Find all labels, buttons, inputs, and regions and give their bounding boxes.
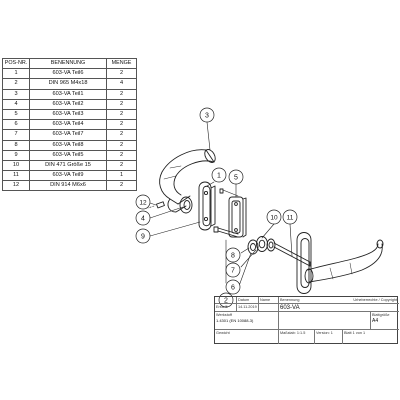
callout-3: 3 [199, 107, 215, 123]
mounting-screws [213, 188, 239, 238]
set-screw [147, 201, 165, 209]
tb-rights-text: Urheberrechte / Copyright [353, 297, 397, 302]
tb-blattgroesse-value: A4 [372, 317, 379, 324]
tb-blatt-label: Blatt 1 von 1 [344, 330, 366, 335]
back-plate-long [198, 181, 216, 231]
callout-1: 1 [211, 167, 227, 183]
title-block: Datum Name Benennung Urheberrechte / Cop… [214, 296, 399, 344]
tb-erstellt-name [259, 304, 279, 312]
svg-text:1: 1 [217, 173, 221, 180]
tb-blank-cell [279, 312, 371, 330]
tb-werkstoff-cell: Werkstoff 1.4301 (EN 10088-3) [215, 312, 279, 330]
callout-4: 4 [135, 210, 151, 226]
tb-benennung-label: Benennung [280, 297, 300, 302]
leader-lines [149, 121, 293, 287]
callout-11: 11 [282, 209, 298, 225]
tb-name-header: Name [259, 297, 279, 304]
bearing-washers [247, 236, 276, 255]
svg-text:10: 10 [270, 215, 278, 222]
callout-8: 8 [225, 247, 241, 263]
svg-text:5: 5 [234, 175, 238, 182]
tb-werkstoff-label: Werkstoff [216, 312, 232, 317]
tb-erstellt-label: Erstellt [215, 304, 237, 312]
svg-text:12: 12 [139, 200, 147, 207]
callout-10: 10 [266, 209, 282, 225]
callout-9: 9 [135, 228, 151, 244]
callout-6: 6 [225, 279, 241, 295]
svg-text:11: 11 [287, 215, 294, 222]
tb-blattgroesse-label: Blattgröße [372, 312, 390, 317]
tb-blattgroesse-cell: Blattgröße A4 [371, 312, 399, 330]
callout-7: 7 [225, 262, 241, 278]
drawing-title: 603-VA [280, 304, 300, 311]
svg-text:9: 9 [141, 234, 145, 241]
callout-12: 12 [135, 194, 151, 210]
svg-text:7: 7 [231, 268, 235, 275]
tb-col1-header [215, 297, 237, 304]
menge-cell: 2 [106, 180, 137, 192]
tb-datum-header: Datum [237, 297, 259, 304]
svg-text:3: 3 [205, 113, 209, 120]
tb-massstab-label: Maßstab: 1:1.5 [279, 330, 315, 344]
tb-gewicht-label: Gewicht [215, 330, 279, 344]
parts-list-header-row: POS-NR. BENENNUNG MENGE [2, 57, 137, 70]
svg-text:8: 8 [231, 253, 235, 260]
tb-header-right: Benennung Urheberrechte / Copyright [279, 297, 399, 304]
tb-title-cell: 603-VA [279, 304, 399, 312]
callout-2-label: 2 [224, 298, 228, 305]
svg-text:4: 4 [141, 216, 145, 223]
right-lever-handle [304, 239, 384, 284]
tb-erstellt-datum: 14.11.2019 [237, 304, 259, 312]
tb-werkstoff-value: 1.4301 (EN 10088-3) [216, 317, 254, 323]
callout-5: 5 [228, 169, 244, 185]
tb-version-label: Version: 1 [315, 330, 343, 344]
rosette-ring [179, 196, 193, 214]
svg-text:6: 6 [231, 285, 235, 292]
